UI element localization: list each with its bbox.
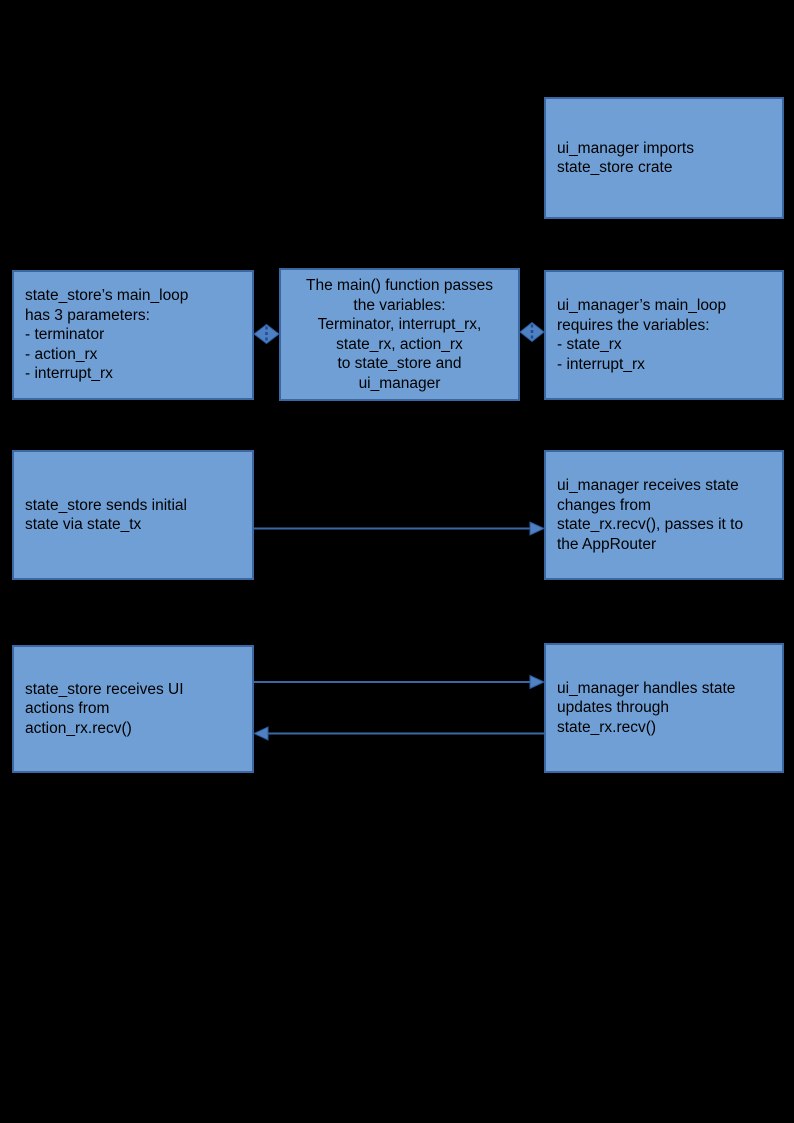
box-state-store-receives-ui-actions: state_store receives UI actions from act… [12,645,254,773]
arrowhead-right [529,521,546,536]
box-ui-manager-handles-state-updates: ui_manager handles state updates through… [544,643,784,773]
box-ui-manager-imports: ui_manager imports state_store crate [544,97,784,219]
diamond-connector-main-requires [519,321,545,343]
arrowhead-left [252,726,269,741]
arrow-initial-state-right [254,521,546,536]
box-main-function-passes-variables: The main() function passes the variables… [279,268,520,401]
box-state-store-sends-initial-state: state_store sends initial state via stat… [12,450,254,580]
diamond-shape [253,323,280,345]
box-state-store-main-loop-params: state_store’s main_loop has 3 parameters… [12,270,254,400]
diamond-shape [519,321,545,343]
arrow-ui-action-left [252,726,544,741]
arrowhead-right [529,674,546,690]
arrow-state-update-right [254,674,546,690]
box-ui-manager-receives-state-changes: ui_manager receives state changes from s… [544,450,784,580]
diamond-connector-params-main [253,323,280,345]
box-ui-manager-main-loop-requires: ui_manager’s main_loop requires the vari… [544,270,784,400]
